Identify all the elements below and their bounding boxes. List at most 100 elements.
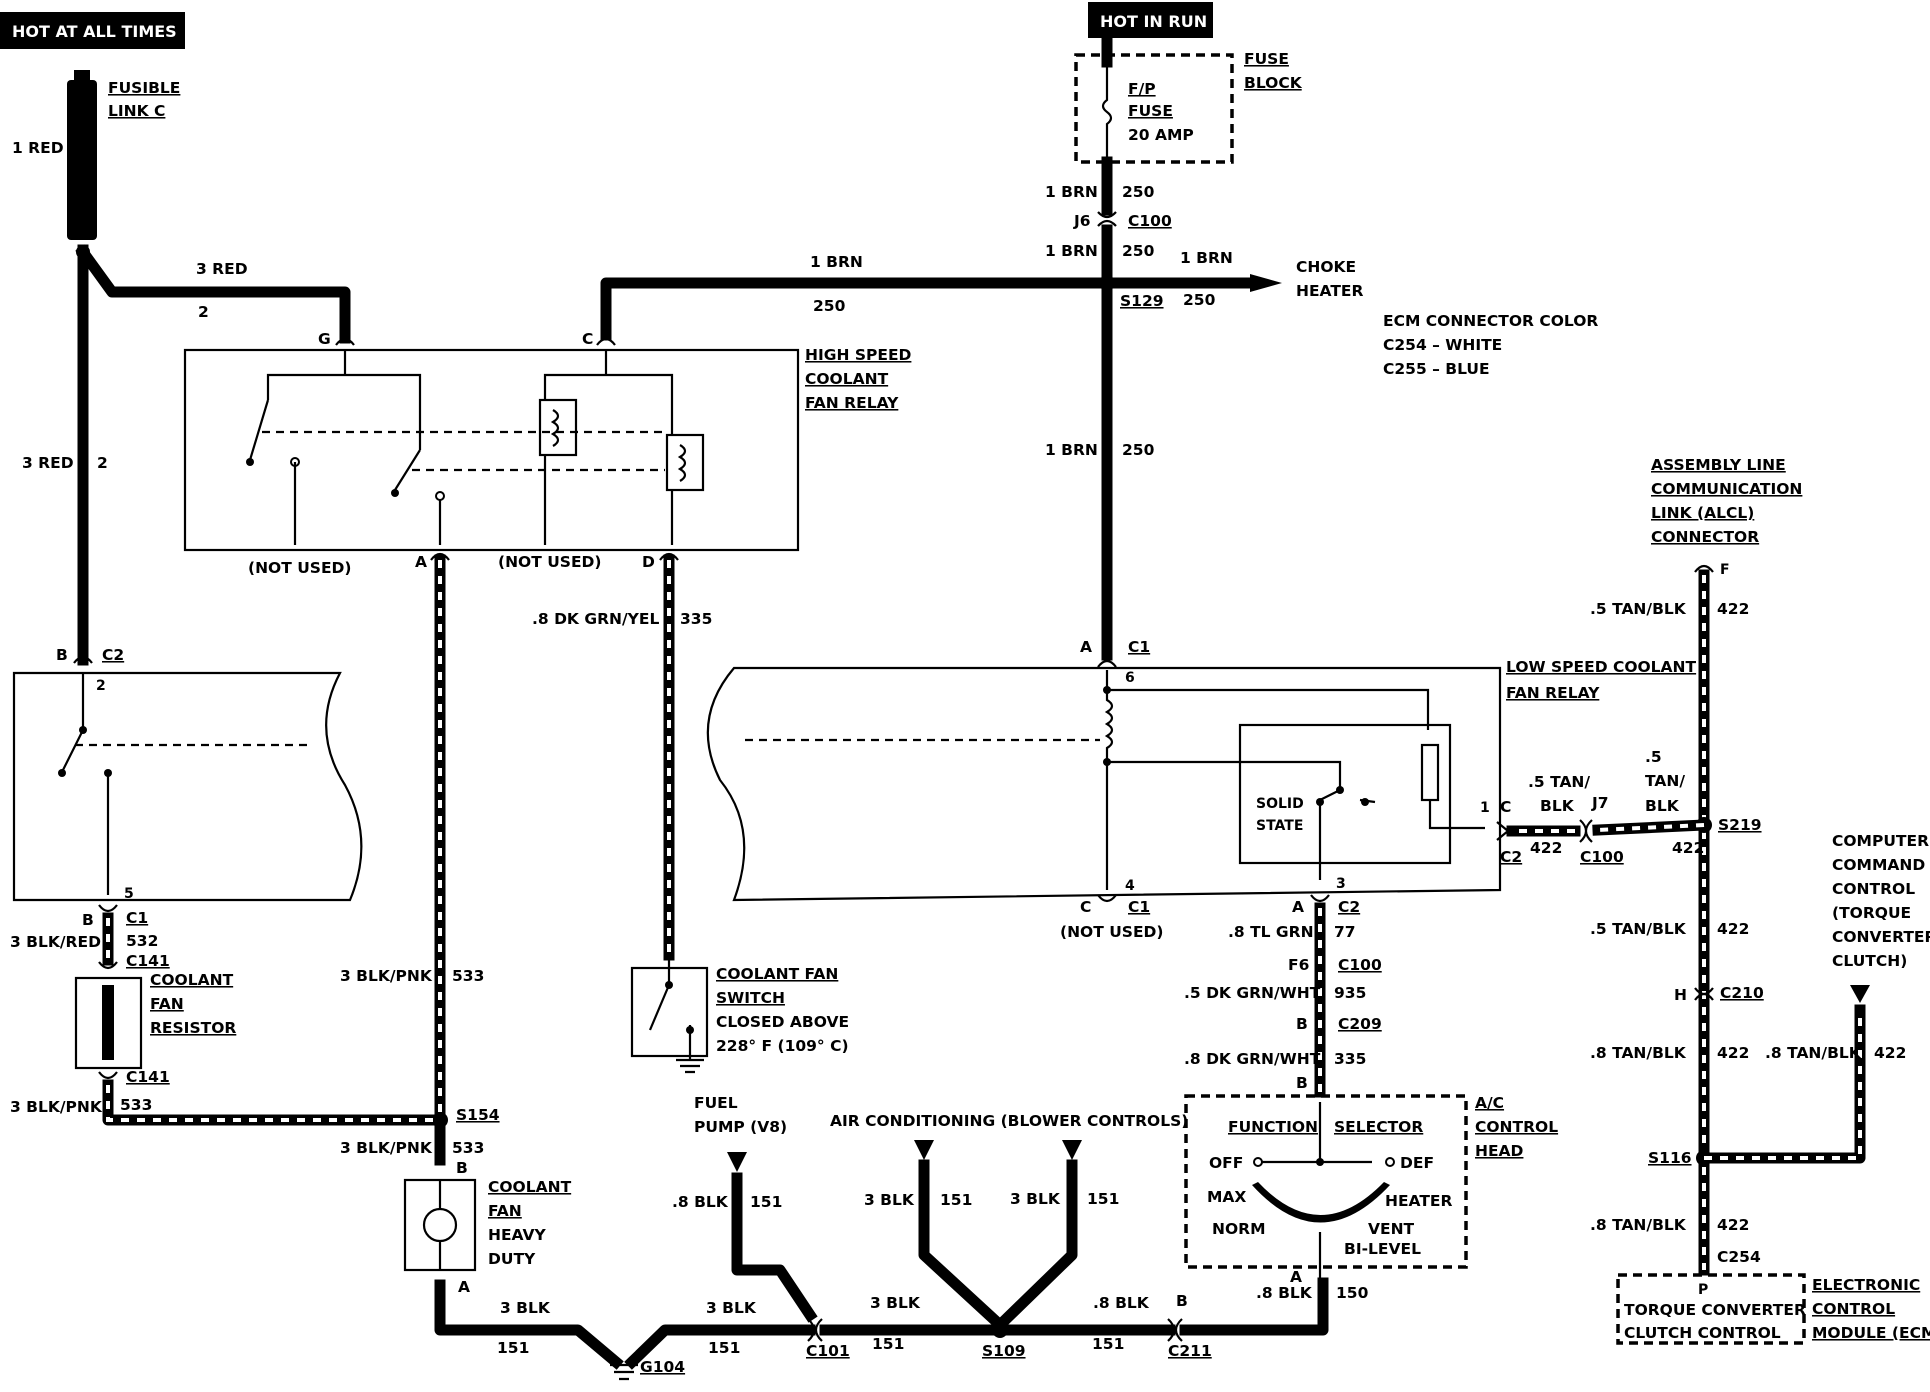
- connector-c210: [1694, 987, 1714, 1001]
- fan-switch-ground-icon: [676, 1058, 704, 1074]
- circuit-335-switch: 335: [680, 610, 712, 628]
- fan-switch-pivot: [665, 981, 673, 989]
- wire-label-dkgrnwht-8: .8 DK GRN/WHT: [1184, 1050, 1321, 1068]
- low-relay-internal: [1104, 670, 1430, 890]
- selector-off: [1253, 1157, 1263, 1167]
- splice-s129-label: S129: [1120, 292, 1164, 310]
- connector-c254: C254: [1717, 1248, 1761, 1266]
- ac-head-label-2: CONTROL: [1475, 1118, 1558, 1136]
- ecm-color-title: ECM CONNECTOR COLOR: [1383, 312, 1598, 330]
- connector-c1-left: [98, 904, 118, 913]
- wire-label-3blk-b1: 3 BLK: [864, 1191, 915, 1209]
- circuit-422-3: 422: [1717, 1044, 1749, 1062]
- pin-b-achead: B: [1296, 1074, 1308, 1092]
- circuit-151-b1: 151: [940, 1191, 972, 1209]
- pin-a-achead: A: [1290, 1268, 1302, 1286]
- ss-node-1: [1336, 786, 1344, 794]
- fusible-link-cap: [74, 70, 90, 82]
- high-speed-relay-label-2: COOLANT: [805, 370, 889, 388]
- circuit-151-4: 151: [1092, 1335, 1124, 1353]
- circuit-150: 150: [1336, 1284, 1369, 1302]
- wire-label-blkpnk-left: 3 BLK/PNK: [10, 1098, 103, 1116]
- motor-label-1: COOLANT: [488, 1178, 572, 1196]
- relay-internal-leads: [293, 462, 442, 545]
- relay-mechanical-link: [262, 430, 665, 472]
- wire-label-blkpnk-533: 3 BLK/PNK: [340, 967, 433, 985]
- circuit-422-ccc: 422: [1874, 1044, 1906, 1062]
- low-relay-node-1: [1103, 686, 1111, 694]
- wire-label-blk-word: BLK: [1645, 797, 1680, 815]
- wire-label-blkred: 3 BLK/RED: [10, 933, 101, 951]
- selector-label: SELECTOR: [1334, 1118, 1423, 1136]
- connector-f-alcl: [1694, 564, 1714, 573]
- selector-arm: [1258, 1102, 1372, 1164]
- not-used-3: (NOT USED): [1060, 923, 1164, 941]
- wire-151-c101-to-ground: [624, 1324, 816, 1370]
- connector-c141-bottom-label: C141: [126, 1068, 170, 1086]
- hot-at-all-times-label: HOT AT ALL TIMES: [12, 22, 177, 41]
- connector-c210-label: C210: [1720, 984, 1764, 1002]
- fuel-pump-label-2: PUMP (V8): [694, 1118, 787, 1136]
- wire-label-tanblk-2: .5 TAN/BLK: [1590, 920, 1687, 938]
- pin-j6: J6: [1073, 212, 1091, 230]
- pin-h: H: [1674, 986, 1687, 1004]
- connector-c1-bottom: C1: [1128, 898, 1150, 916]
- alcl-label-1: ASSEMBLY LINE: [1651, 456, 1786, 474]
- circuit-250-2: 250: [1122, 242, 1155, 260]
- wire-label-tan-word: TAN/: [1645, 772, 1685, 790]
- pin-b-left: B: [56, 646, 68, 664]
- ecm-color-c255: C255 – BLUE: [1383, 360, 1490, 378]
- connector-c100-j7: [1579, 819, 1593, 843]
- wire-533-resistor-stripe: [106, 1085, 440, 1122]
- circuit-77: 77: [1334, 923, 1356, 941]
- circuit-151-fp: 151: [750, 1193, 782, 1211]
- wire-3-red-to-relay: [75, 244, 351, 344]
- pin-c-c1-bottom: C: [1080, 898, 1091, 916]
- pin-a-motor: A: [458, 1278, 470, 1296]
- ground-g104-icon: [610, 1363, 638, 1381]
- ac-head-label-1: A/C: [1475, 1094, 1504, 1112]
- pos-vent: VENT: [1368, 1220, 1415, 1238]
- ac-head-label-3: HEAD: [1475, 1142, 1524, 1160]
- alcl-label-3: LINK (ALCL): [1651, 504, 1754, 522]
- connector-a-relay: [430, 552, 450, 561]
- ground-g104-label: G104: [640, 1358, 685, 1376]
- pin-b-c209: B: [1296, 1015, 1308, 1033]
- connector-c100-mid: C100: [1338, 956, 1382, 974]
- connector-b-c2-left: [73, 655, 93, 664]
- wire-422-ccc-stripe: [1704, 1010, 1862, 1160]
- wire-151-motor-to-ground: [434, 1279, 624, 1370]
- wire-label-tanblk-1: .5 TAN/BLK: [1590, 600, 1687, 618]
- ecm-box-label-2: CLUTCH CONTROL: [1624, 1324, 1781, 1342]
- pos-heater: HEATER: [1385, 1192, 1453, 1210]
- solid-state-box: [1238, 723, 1452, 865]
- ccc-label-1: COMPUTER: [1832, 832, 1929, 850]
- circuit-151-1: 151: [497, 1339, 529, 1357]
- fan-switch-label-2: SWITCH: [716, 989, 785, 1007]
- choke-heater-label-2: HEATER: [1296, 282, 1364, 300]
- ccc-label-2: COMMAND: [1832, 856, 1925, 874]
- circuit-335-ac: 335: [1334, 1050, 1366, 1068]
- fan-switch-label-3: CLOSED ABOVE: [716, 1013, 849, 1031]
- selector-pivot: [1316, 1158, 1324, 1166]
- fusible-link: [67, 80, 97, 240]
- pin-a-relay: A: [415, 553, 427, 571]
- pin-3: 3: [1336, 876, 1346, 892]
- connector-c211-label: C211: [1168, 1342, 1212, 1360]
- fp-fuse-label-1: F/P: [1128, 80, 1156, 98]
- function-label: FUNCTION: [1228, 1118, 1318, 1136]
- pin-d-relay: D: [642, 553, 655, 571]
- circuit-422-2: 422: [1717, 920, 1749, 938]
- left-contact-1: [79, 726, 87, 734]
- wire-label-dkgrnyel: .8 DK GRN/YEL: [532, 610, 659, 628]
- resistor-label-1: COOLANT: [150, 971, 234, 989]
- wire-label-tanblk-ccc: .8 TAN/BLK: [1765, 1044, 1862, 1062]
- connector-c2-bottom: C2: [1338, 898, 1360, 916]
- wire-label-1-red: 1 RED: [12, 139, 64, 157]
- hot-in-run-label: HOT IN RUN: [1100, 12, 1207, 31]
- circuit-422-4: 422: [1717, 1216, 1749, 1234]
- circuit-151-3: 151: [872, 1335, 904, 1353]
- wire-label-tlgrn: .8 TL GRN: [1228, 923, 1314, 941]
- circuit-250-3: 250: [1122, 441, 1155, 459]
